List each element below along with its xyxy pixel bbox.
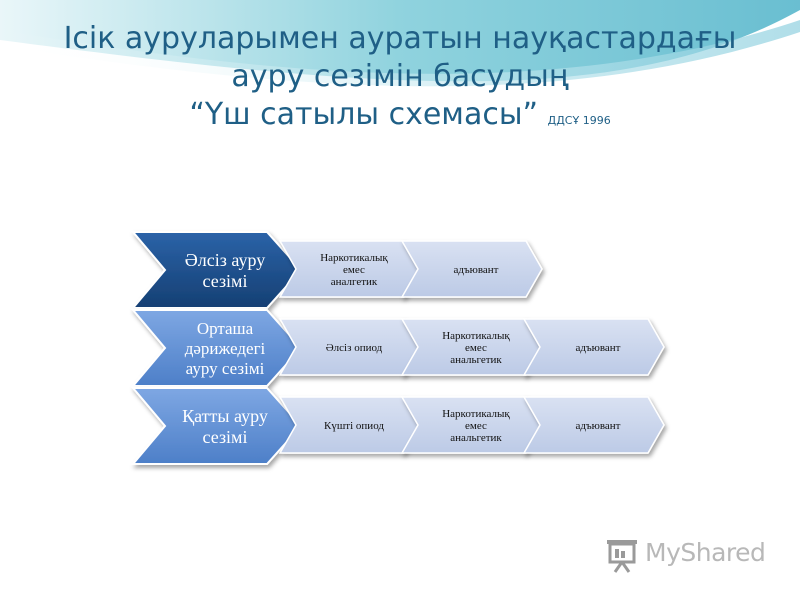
title-line-2: ауру сезімін басудың <box>231 59 569 94</box>
step-header-chevron <box>130 231 303 309</box>
step-item-chevron <box>522 396 665 454</box>
title-source-note: ДДСҰ 1996 <box>547 114 611 127</box>
step-item-label: Әлсіз опиод <box>326 342 383 354</box>
title-line-3: “Үш сатылы схемасы” ДДСҰ 1996 <box>0 96 800 140</box>
step-item-label: адъювант <box>575 420 620 432</box>
step-header-chevron <box>130 387 303 465</box>
step-item-chevron <box>400 240 543 298</box>
step-item-chevron <box>522 318 665 376</box>
title-scheme-name: “Үш сатылы схемасы” <box>189 97 539 132</box>
myshared-logo: MyShared <box>605 536 775 576</box>
title-line-1: Ісік ауруларымен ауратын науқастардағы <box>63 21 737 56</box>
logo-text: MyShared <box>645 538 766 567</box>
projector-screen-icon <box>607 540 637 573</box>
slide-title: Ісік ауруларымен ауратын науқастардағы а… <box>0 20 800 140</box>
step-item-label: адъювант <box>453 264 498 276</box>
step-header-chevron <box>130 309 303 387</box>
step-item-label: Күшті опиод <box>324 420 384 432</box>
header-wave-decoration <box>0 0 800 91</box>
step-item-label: адъювант <box>575 342 620 354</box>
